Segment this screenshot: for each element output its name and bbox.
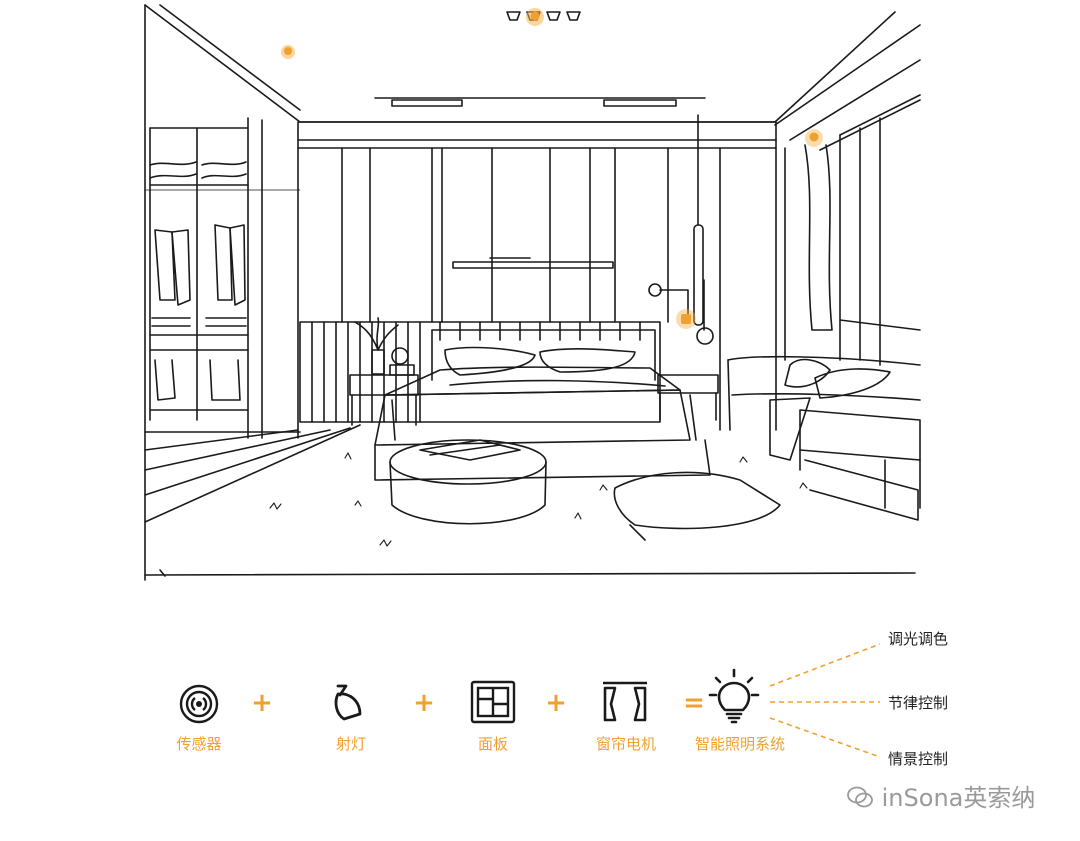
equals-operator: = [683,688,705,718]
sensor-icon [179,684,219,724]
component-label-sensor: 传感器 [176,735,222,753]
wechat-icon [847,786,873,808]
curtain-motor-icon [603,681,647,722]
switch-panel-icon [470,680,516,724]
watermark-text: inSona英索纳 [881,784,1036,812]
plus-operator: + [545,688,567,718]
plus-operator: + [251,688,273,718]
component-label-panel: 面板 [477,735,509,753]
bedroom-sketch [144,4,921,581]
output-scene-control: 情景控制 [888,750,949,768]
component-label-spotlight: 射灯 [335,735,367,753]
output-rhythm-control: 节律控制 [888,694,949,712]
plus-operator: + [413,688,435,718]
watermark: inSona英索纳 [846,778,1035,813]
component-label-curtain-motor: 窗帘电机 [595,735,657,753]
result-label: 智能照明系统 [694,735,786,753]
connector-line [769,643,881,687]
output-dimming: 调光调色 [888,630,949,648]
connector-line [769,717,881,758]
light-bulb-icon [708,668,760,724]
spotlight-icon [334,684,362,721]
